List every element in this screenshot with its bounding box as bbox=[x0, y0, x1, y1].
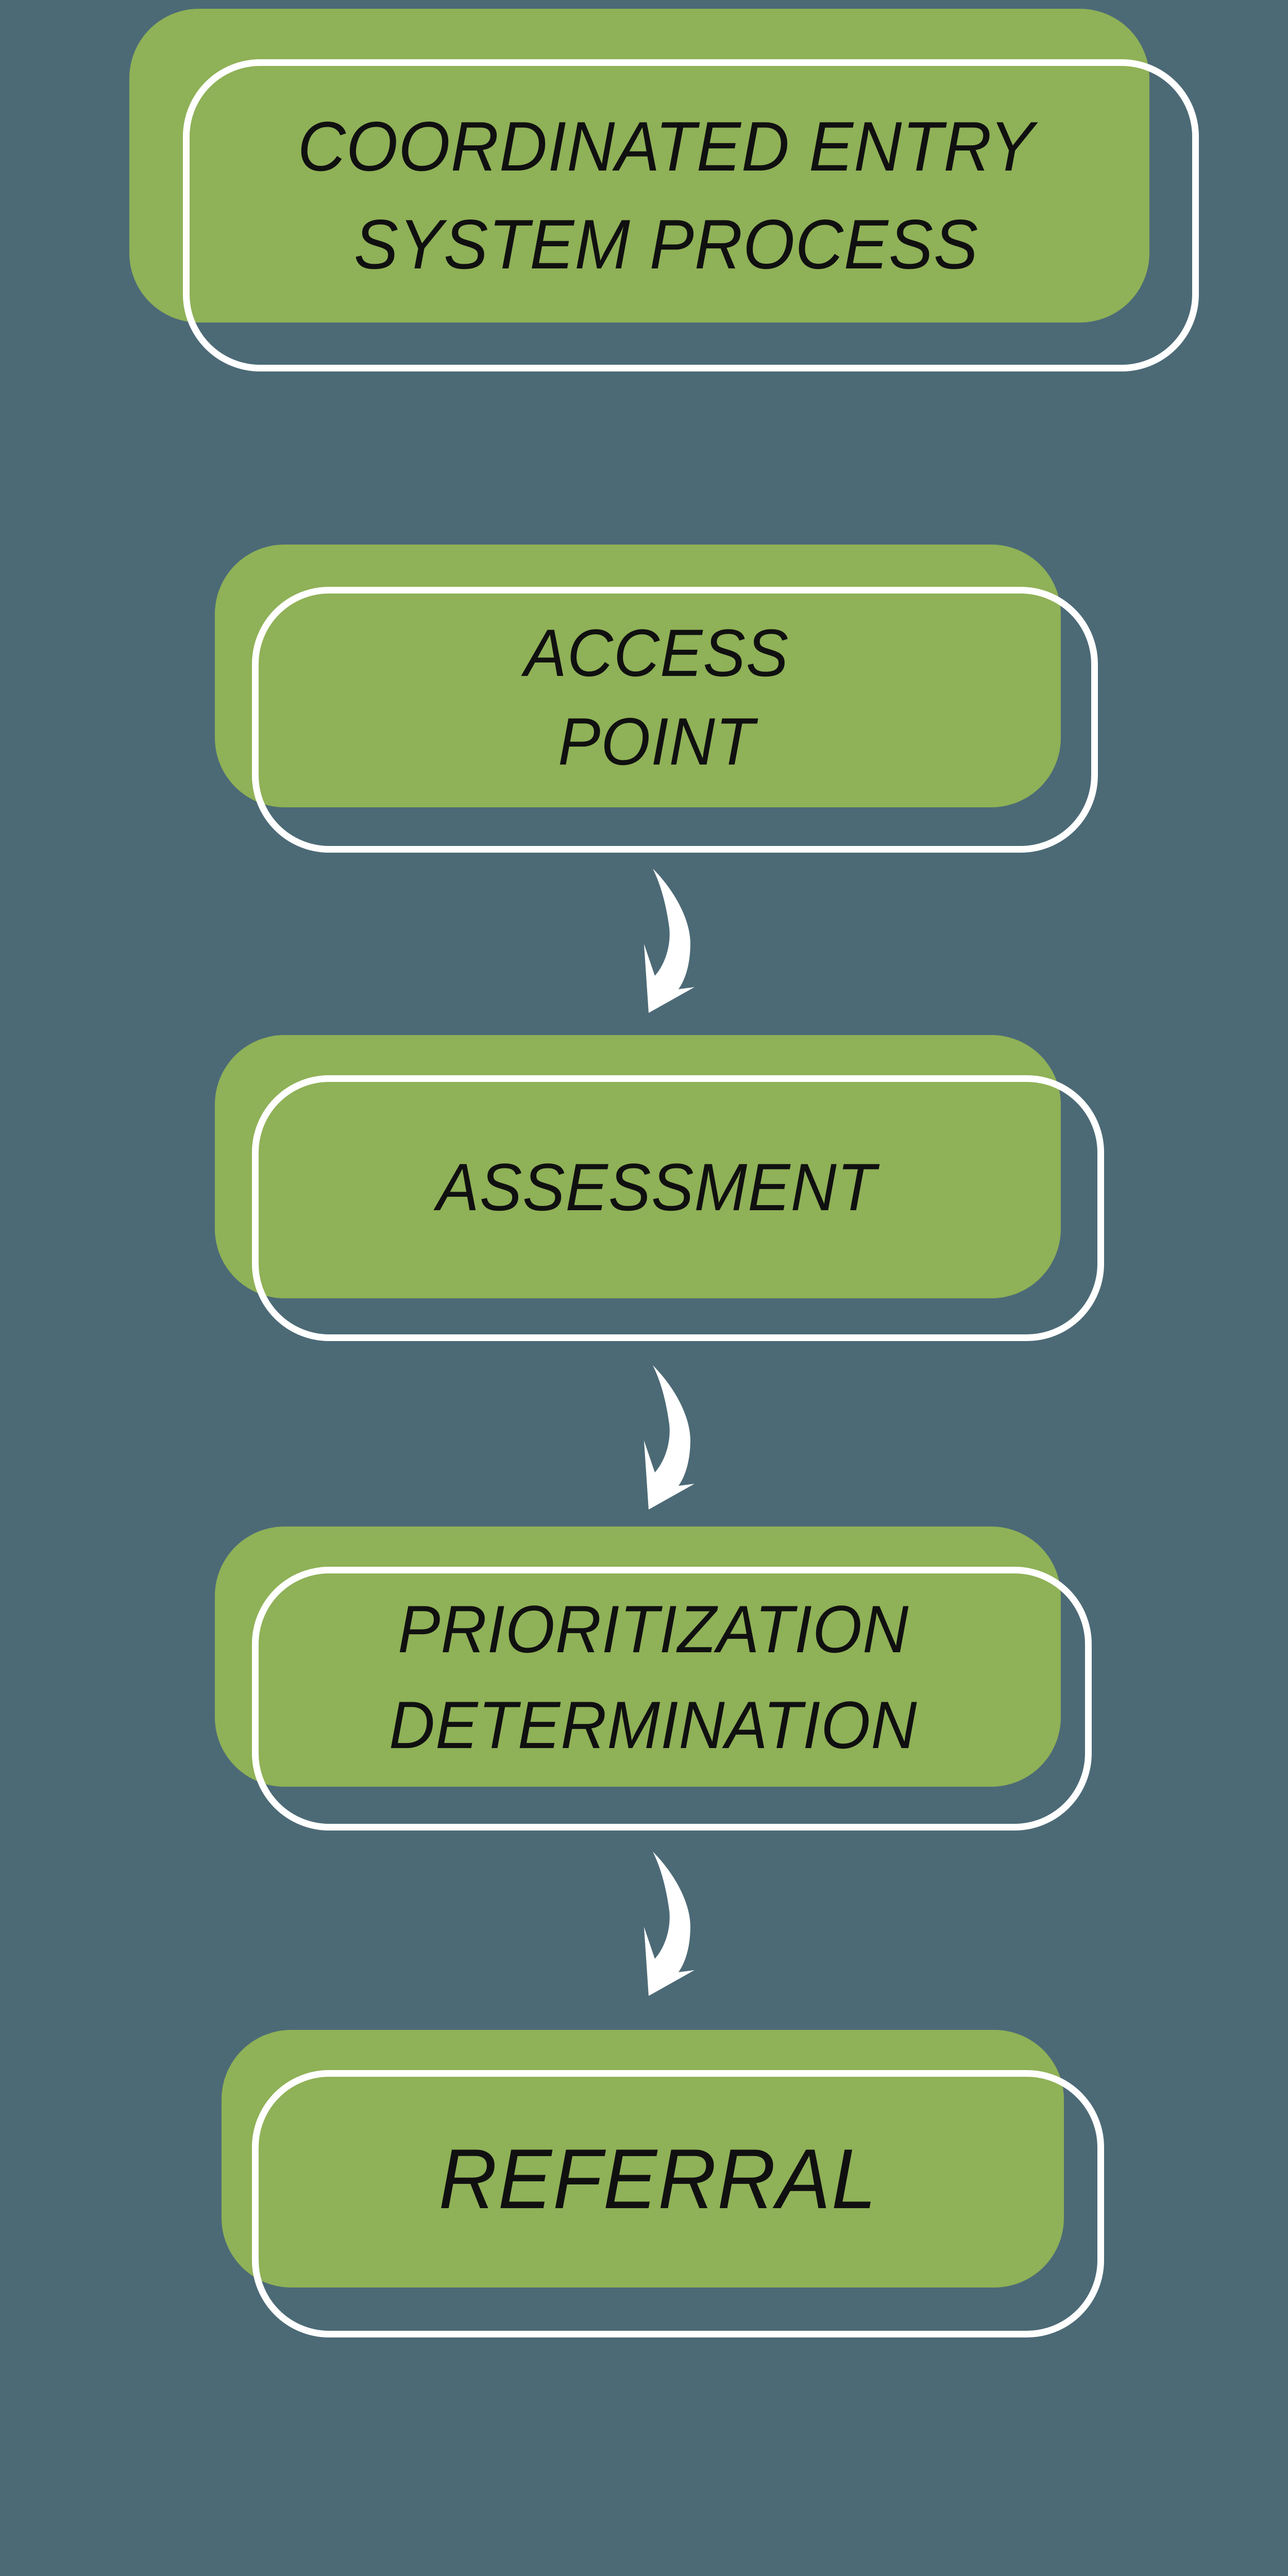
flow-arrow-2 bbox=[642, 1364, 697, 1511]
node-assessment-label: ASSESSMENT bbox=[252, 1075, 1061, 1298]
flow-arrow-3 bbox=[642, 1851, 697, 1997]
node-assessment: ASSESSMENT bbox=[215, 1035, 1104, 1341]
node-title-outline bbox=[183, 59, 1199, 371]
title-line-1: COORDINATED ENTRY bbox=[297, 107, 1035, 185]
node-referral: REFERRAL bbox=[222, 2030, 1104, 2337]
node-prioritization-label: PRIORITIZATION DETERMINATION bbox=[252, 1567, 1055, 1787]
node-access-point-label: ACCESS POINT bbox=[252, 587, 1061, 807]
node-access-point-outline bbox=[252, 587, 1098, 853]
assessment-line-1: ASSESSMENT bbox=[436, 1149, 876, 1225]
node-prioritization-outline bbox=[252, 1567, 1092, 1831]
curved-down-arrow-icon bbox=[644, 869, 694, 1013]
access-point-line-2: POINT bbox=[557, 704, 755, 779]
node-referral-outline bbox=[252, 2070, 1104, 2337]
referral-line-1: REFERRAL bbox=[438, 2131, 877, 2226]
node-access-point: ACCESS POINT bbox=[215, 545, 1098, 853]
node-title: COORDINATED ENTRY SYSTEM PROCESS bbox=[129, 9, 1199, 371]
title-line-2: SYSTEM PROCESS bbox=[353, 205, 979, 283]
curved-down-arrow-icon bbox=[644, 1365, 694, 1510]
node-assessment-outline bbox=[252, 1075, 1104, 1341]
curved-down-arrow-icon bbox=[644, 1852, 694, 1996]
node-referral-label: REFERRAL bbox=[252, 2070, 1064, 2287]
access-point-line-1: ACCESS bbox=[524, 615, 789, 690]
node-prioritization-determination: PRIORITIZATION DETERMINATION bbox=[215, 1527, 1092, 1831]
prioritization-line-2: DETERMINATION bbox=[389, 1687, 918, 1762]
node-title-label: COORDINATED ENTRY SYSTEM PROCESS bbox=[183, 59, 1149, 331]
prioritization-line-1: PRIORITIZATION bbox=[397, 1591, 909, 1667]
flow-arrow-1 bbox=[642, 868, 697, 1014]
